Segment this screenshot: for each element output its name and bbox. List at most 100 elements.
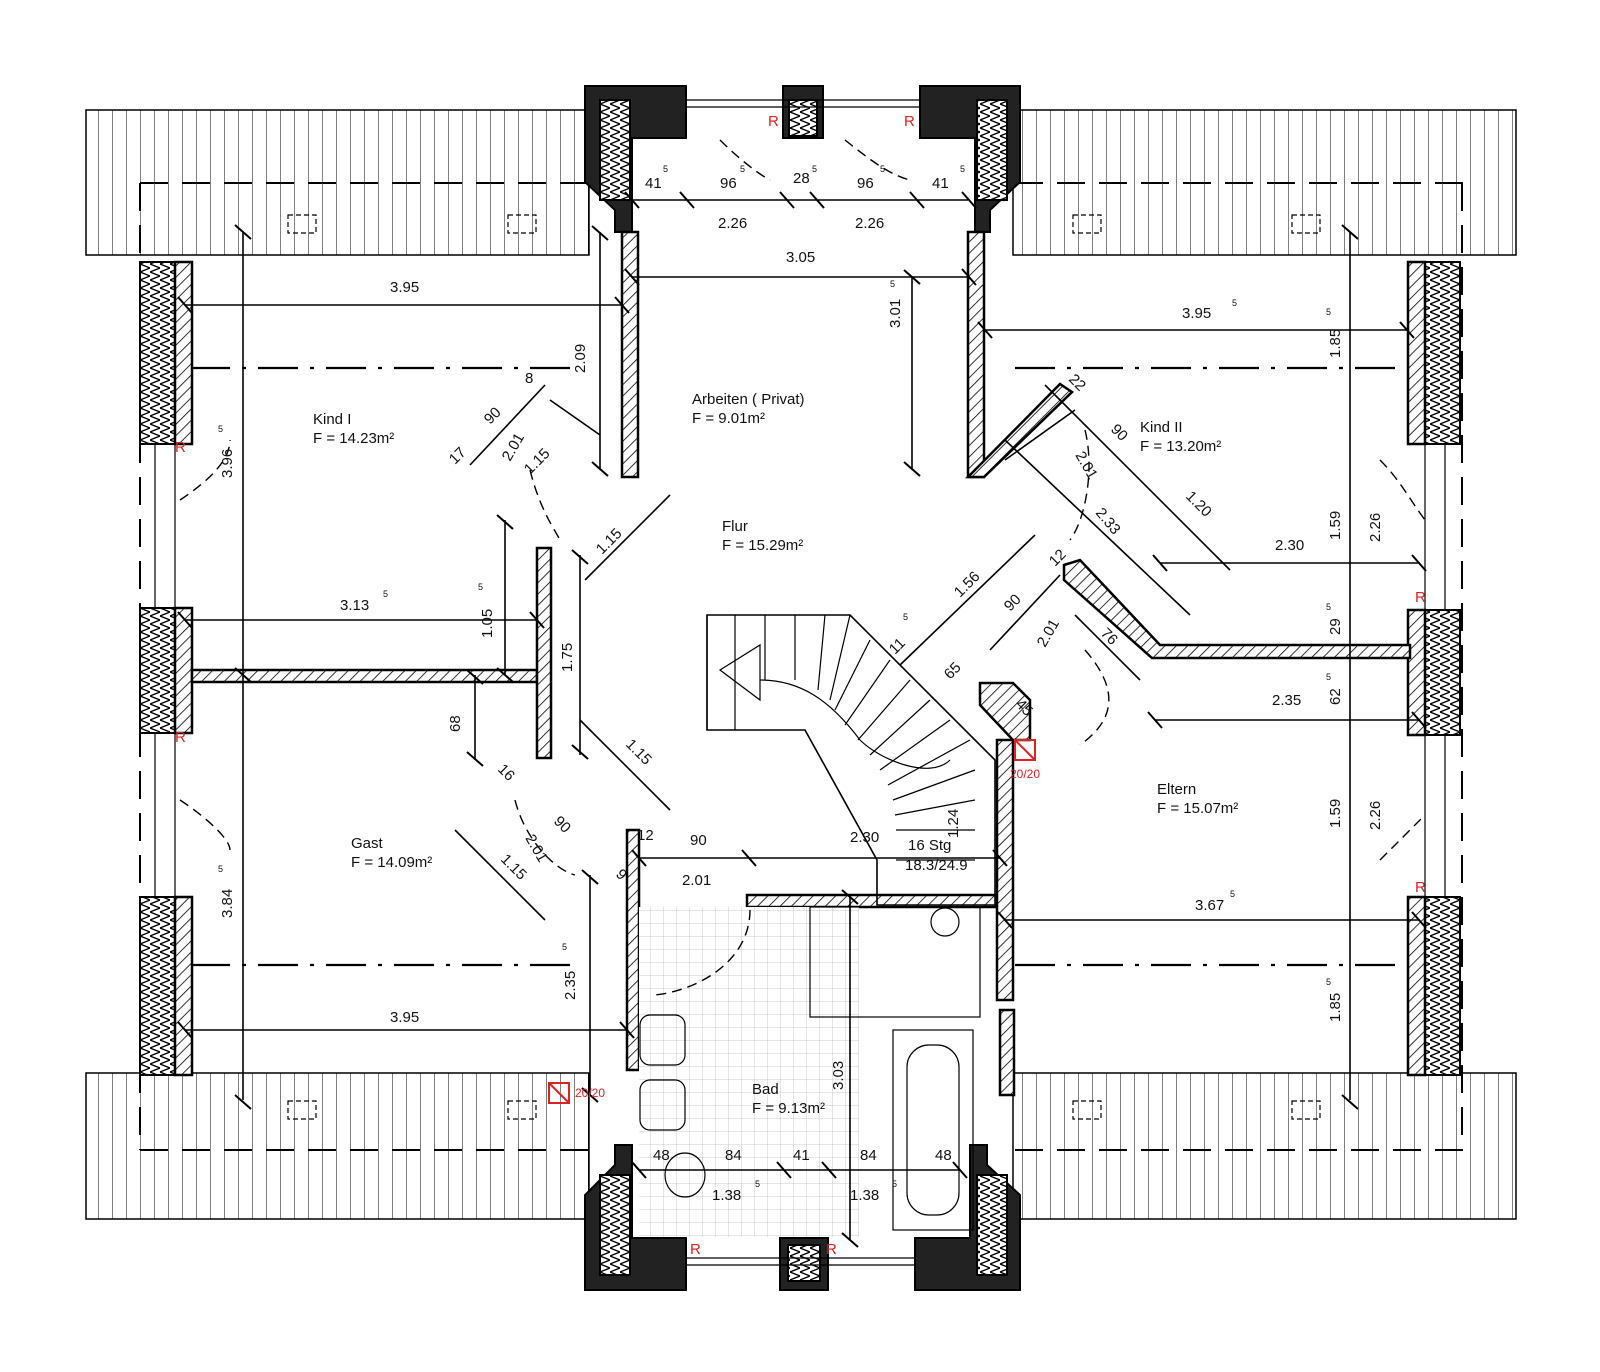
dim-b-201: 2.01	[682, 872, 711, 889]
marker-r-left-1: R	[175, 439, 186, 456]
dimension-ticks	[177, 191, 1427, 1248]
room-bad-area: F = 9.13m²	[752, 1100, 825, 1117]
dim-b-48r: 48	[935, 1147, 952, 1164]
dim-b-12: 12	[637, 827, 654, 844]
dim-e-159: 1.59	[1327, 799, 1344, 828]
dim-k1-115: 1.15	[521, 445, 554, 478]
dim-b-48l: 48	[653, 1147, 670, 1164]
dim-k2-395: 3.95	[1182, 305, 1211, 322]
dim-top-41-right: 41	[932, 175, 949, 192]
dim-k1-396: 3.96	[219, 449, 236, 478]
staircase	[706, 614, 996, 906]
dim-g-90: 90	[550, 813, 574, 837]
dim-k2-185: 1.85	[1327, 329, 1344, 358]
dim-k1-209: 2.09	[572, 344, 589, 373]
sup-half: 5	[1326, 672, 1331, 682]
room-kind2-name: Kind II	[1140, 419, 1183, 436]
dim-flur-115-top: 1.15	[593, 525, 626, 558]
dim-k2-233: 2.33	[1092, 505, 1124, 538]
sup-half: 5	[892, 1179, 897, 1189]
dim-top-96-right: 96	[857, 175, 874, 192]
dim-k1-313: 3.13	[340, 597, 369, 614]
dim-top-41-left: 41	[645, 175, 662, 192]
sup-half: 5	[903, 612, 908, 622]
bathroom-fixtures	[639, 906, 981, 1237]
sup-half: 5	[383, 589, 388, 599]
dimension-superscripts: 5 5 5 5 5 5 5 5 5 5 5 5 5 5 5 5 5 5 5 5	[218, 164, 1331, 1189]
dimension-lines	[185, 199, 1420, 1240]
dim-g-16: 16	[494, 761, 518, 785]
room-kind1-area: F = 14.23m²	[313, 430, 394, 447]
dim-top-226-left: 2.26	[718, 215, 747, 232]
dim-top-226-right: 2.26	[855, 215, 884, 232]
dim-k2-201: 2.01	[1072, 449, 1101, 483]
dim-b-90: 90	[690, 832, 707, 849]
dim-e-367: 3.67	[1195, 897, 1224, 914]
dim-k2-90: 90	[1107, 421, 1131, 445]
marker-r-left-2: R	[175, 729, 186, 746]
marker-r-bottom-left: R	[690, 1241, 701, 1258]
room-flur-area: F = 15.29m²	[722, 537, 803, 554]
room-gast-area: F = 14.09m²	[351, 854, 432, 871]
chimney-label-1: 20/20	[575, 1086, 605, 1100]
exterior-walls	[139, 260, 1461, 1077]
room-kind2-area: F = 13.20m²	[1140, 438, 1221, 455]
room-gast-name: Gast	[351, 835, 384, 852]
sup-half: 5	[755, 1179, 760, 1189]
dim-flur-115-bot: 1.15	[622, 736, 655, 769]
room-arbeiten-name: Arbeiten ( Privat)	[692, 391, 805, 408]
dim-k2-226: 2.26	[1367, 513, 1384, 542]
dim-k1-395: 3.95	[390, 279, 419, 296]
marker-r-bottom-right: R	[826, 1241, 837, 1258]
dim-k1-8: 8	[525, 370, 533, 387]
sup-half: 5	[740, 164, 745, 174]
dim-st-65: 65	[941, 659, 965, 683]
dim-b-84r: 84	[860, 1147, 877, 1164]
chimney-label-2: 20/20	[1010, 767, 1040, 781]
sup-half: 5	[880, 164, 885, 174]
dim-e-295: 29	[1327, 618, 1344, 635]
marker-r-right-2: R	[1415, 879, 1426, 896]
sup-half: 5	[478, 582, 483, 592]
dim-b-138r: 1.38	[850, 1187, 879, 1204]
sup-half: 5	[1326, 307, 1331, 317]
sup-half: 5	[1326, 602, 1331, 612]
dim-e-185: 1.85	[1327, 993, 1344, 1022]
dim-e-226: 2.26	[1367, 801, 1384, 830]
dim-flur-175: 1.75	[559, 643, 576, 672]
dim-e-235: 2.35	[1272, 692, 1301, 709]
dim-g-201: 2.01	[522, 832, 551, 866]
room-kind1-name: Kind I	[313, 411, 351, 428]
sup-half: 5	[218, 864, 223, 874]
dim-arb-305: 3.05	[786, 249, 815, 266]
dim-k1-201: 2.01	[499, 430, 528, 464]
dim-b-303: 3.03	[830, 1061, 847, 1090]
dim-g-68: 68	[447, 715, 464, 732]
room-labels: Kind I F = 14.23m² Arbeiten ( Privat) F …	[313, 391, 1238, 1117]
marker-r-top-right: R	[904, 113, 915, 130]
sup-half: 5	[663, 164, 668, 174]
dim-k1-90: 90	[481, 404, 505, 428]
dim-b-41: 41	[793, 1147, 810, 1164]
dim-k1-175: 17	[446, 444, 470, 468]
dim-st-230: 2.30	[850, 829, 879, 846]
sup-half: 5	[890, 279, 895, 289]
dim-g-395: 3.95	[390, 1009, 419, 1026]
dim-arb-301: 3.01	[887, 299, 904, 328]
sup-half: 5	[812, 164, 817, 174]
stairs-ratio: 18.3/24.9	[905, 857, 968, 874]
dim-e-90: 90	[1001, 591, 1025, 615]
red-markers	[548, 739, 1036, 1104]
sup-half: 5	[1230, 889, 1235, 899]
dim-top-28: 28	[793, 170, 810, 187]
dim-g-115: 1.15	[497, 851, 530, 884]
dim-b-84l: 84	[725, 1147, 742, 1164]
door-swings	[179, 139, 1426, 876]
sup-half: 5	[218, 424, 223, 434]
sup-half: 5	[1232, 298, 1237, 308]
dim-k1-105: 1.05	[479, 609, 496, 638]
dim-e-201: 2.01	[1034, 616, 1063, 650]
dim-b-138l: 1.38	[712, 1187, 741, 1204]
dim-st-124: 1.24	[945, 809, 962, 838]
